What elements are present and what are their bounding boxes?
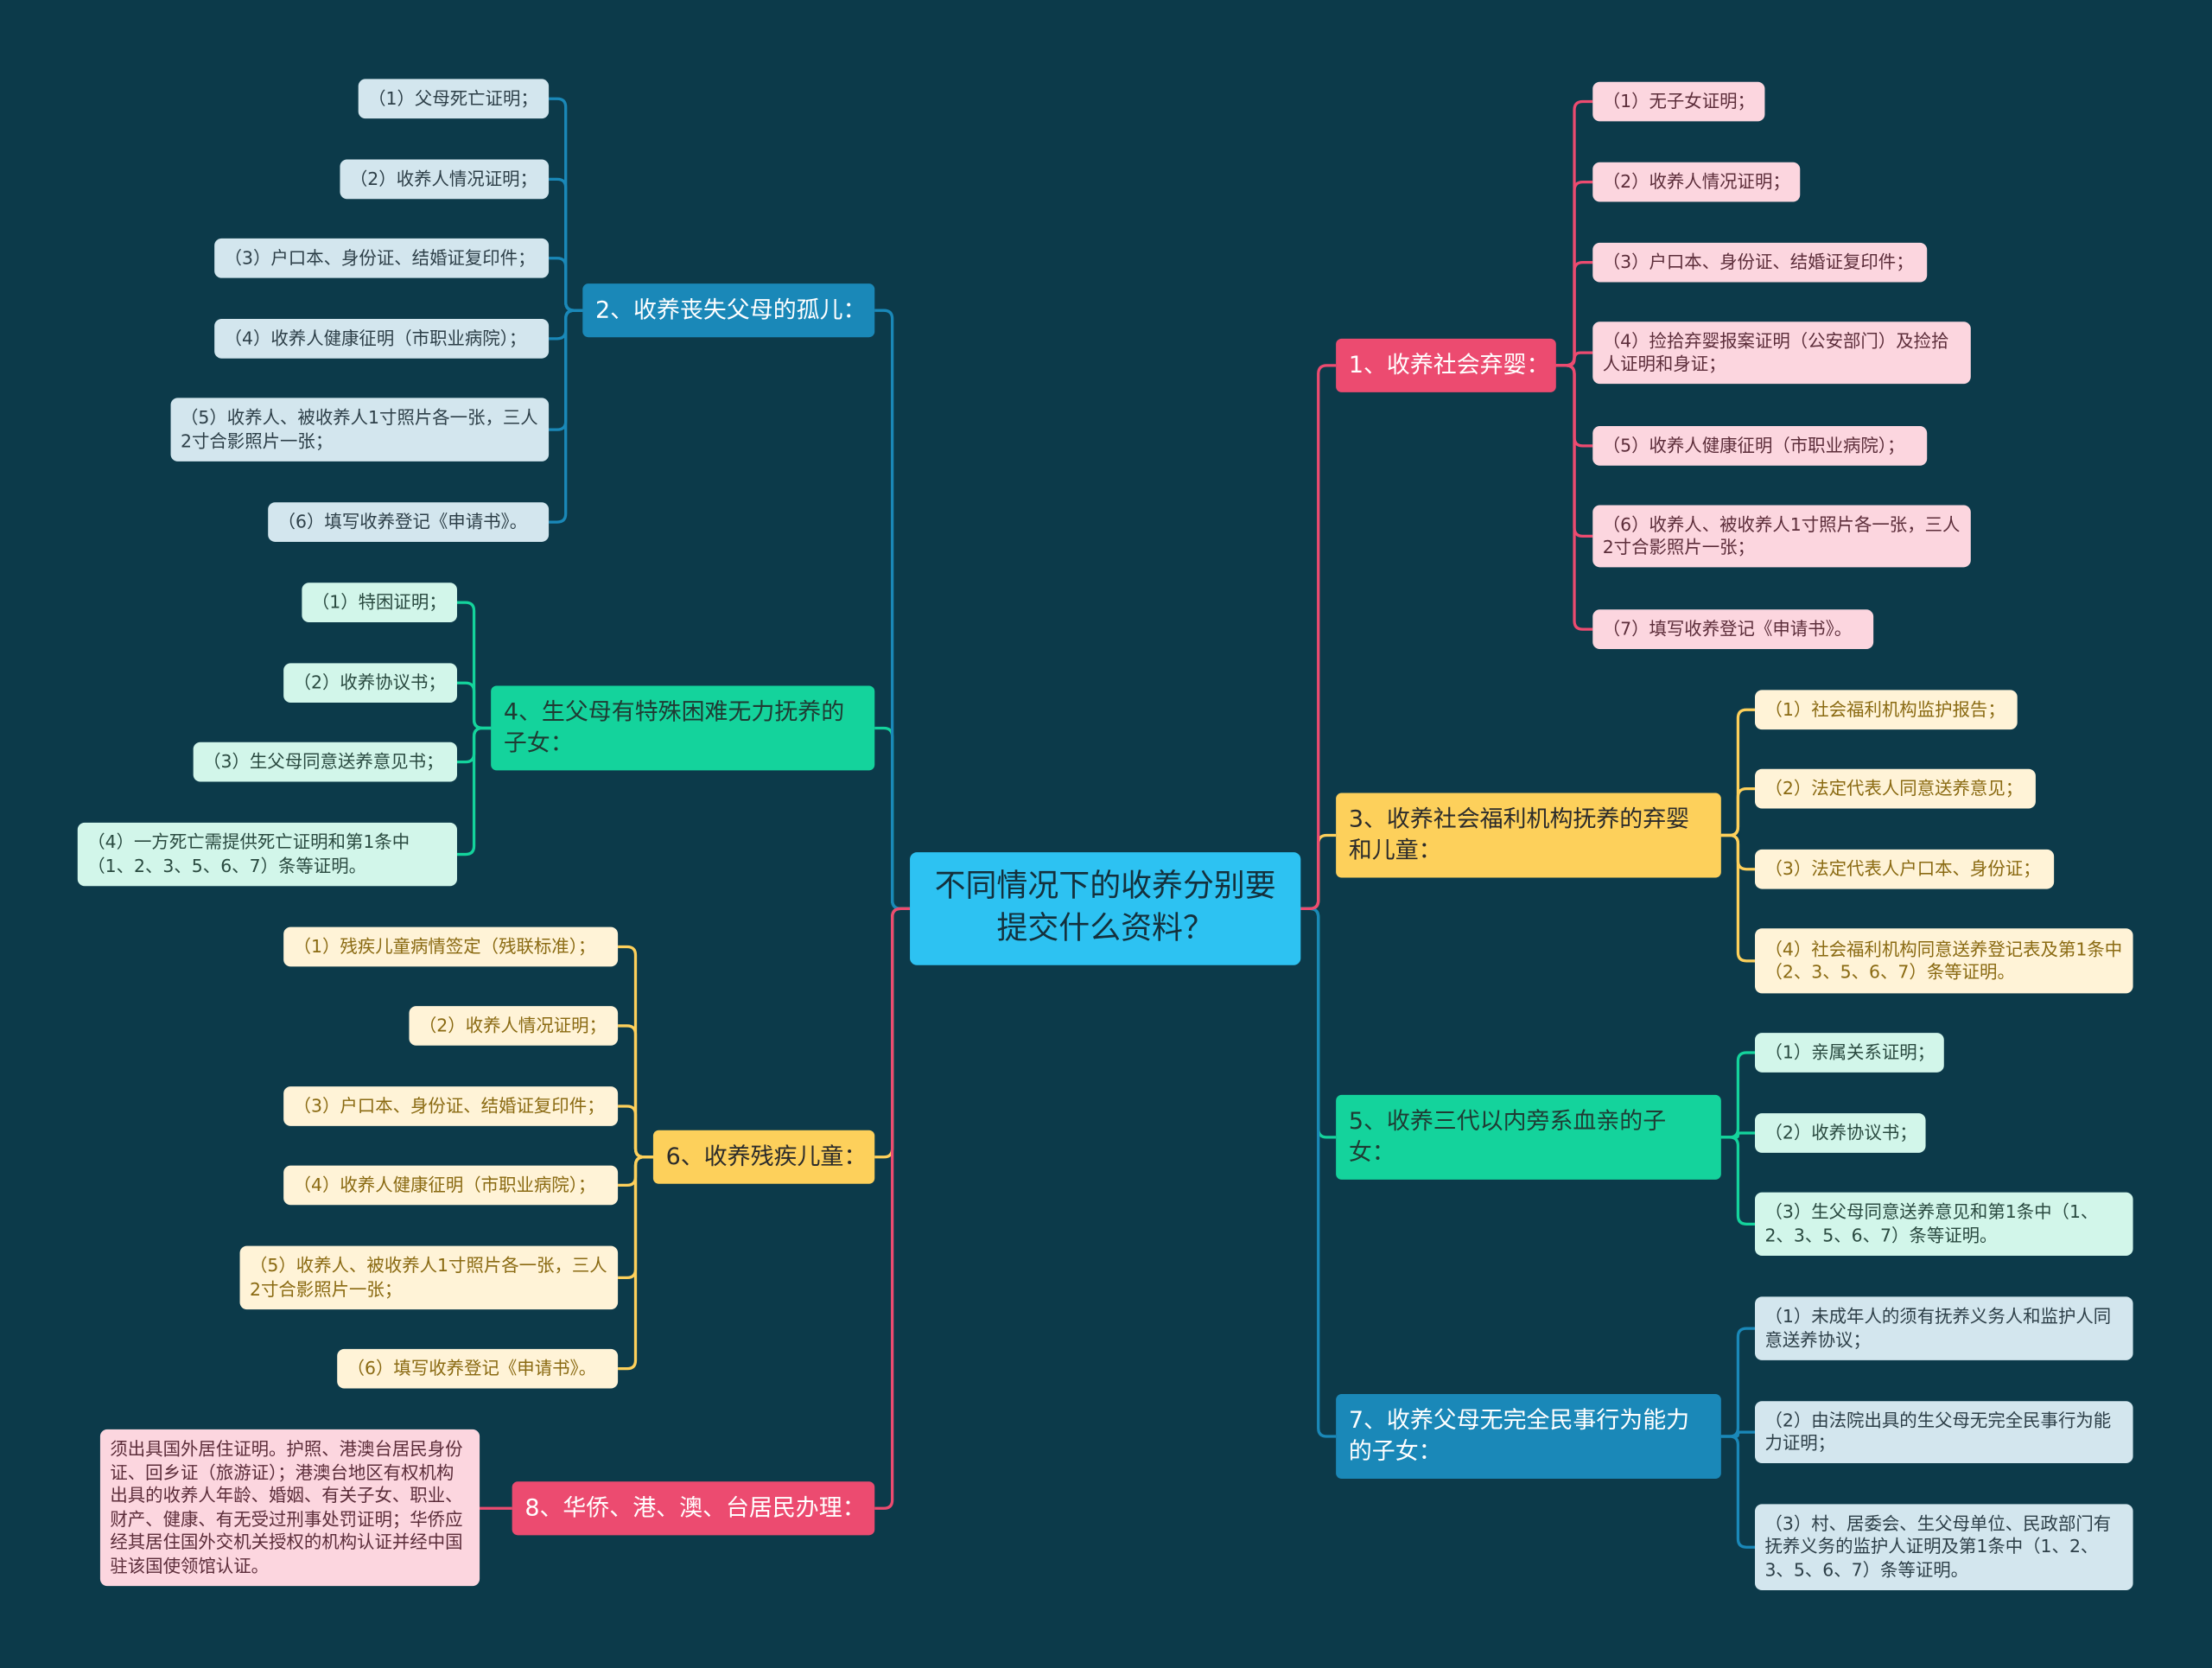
branch-2-item-3: （3）户口本、身份证、结婚证复印件； [214,238,550,278]
branch-5-item-3: （3）生父母同意送养意见和第1条中（1、2、3、5、6、7）条等证明。 [1755,1192,2133,1257]
branch-6-item-3: （3）户口本、身份证、结婚证复印件； [283,1086,619,1126]
branch-3-item-2: （2）法定代表人同意送养意见； [1755,768,2036,809]
branch-4-item-1: （1）特困证明； [302,583,457,622]
branch-1-item-1: （1）无子女证明； [1592,81,1765,122]
connector-center-branch-2 [874,309,911,911]
branch-7-item-2: （2）由法院出具的生父母无完全民事行为能力证明； [1755,1401,2133,1464]
branch-1-item-7: （7）填写收养登记《申请书》。 [1592,609,1874,650]
branch-4-topic: 4、生父母有特殊困难无力抚养的子女： [491,685,875,771]
branch-2-item-1: （1）父母死亡证明； [358,79,550,119]
branch-2-item-2: （2）收养人情况证明； [340,159,550,200]
branch-2-item-6: （6）填写收养登记《申请书》。 [268,502,550,542]
branch-8-topic: 8、华侨、港、澳、台居民办理： [512,1481,875,1536]
branch-7-topic: 7、收养父母无完全民事行为能力的子女： [1336,1394,1721,1480]
branch-1-item-4: （4）捡拾弃婴报案证明（公安部门）及捡拾人证明和身证； [1592,322,1971,385]
branch-6-item-1: （1）残疾儿童病情签定（残联标准）； [283,926,619,967]
branch-1-item-3: （3）户口本、身份证、结婚证复印件； [1592,242,1928,283]
branch-1-item-2: （2）收养人情况证明； [1592,162,1801,202]
branch-7-item-3: （3）村、居委会、生父母单位、民政部门有抚养义务的监护人证明及第1条中（1、2、… [1755,1504,2133,1590]
connector-center-branch-7 [1300,907,1337,1438]
branch-5-item-2: （2）收养协议书； [1755,1113,1926,1153]
connector-branch-7-item-1 [1720,1327,1756,1438]
branch-6-topic: 6、收养残疾儿童： [652,1130,875,1184]
connector-branch-7-item-2 [1720,1430,1756,1438]
branch-1-item-5: （5）收养人健康征明（市职业病院）； [1592,426,1928,466]
connector-branch-5-item-1 [1720,1051,1756,1139]
branch-6-item-4: （4）收养人健康征明（市职业病院）； [283,1165,619,1206]
branch-3-item-3: （3）法定代表人户口本、身份证； [1755,849,2055,889]
branch-4-item-3: （3）生父母同意送养意见书； [193,742,457,782]
connector-branch-1-item-7 [1555,364,1593,631]
branch-5-item-1: （1）亲属关系证明； [1755,1033,1944,1073]
branch-4-item-4: （4）一方死亡需提供死亡证明和第1条中（1、2、3、5、6、7）条等证明。 [77,822,457,887]
branch-5-topic: 5、收养三代以内旁系血亲的子女： [1336,1094,1721,1180]
branch-2-item-5: （5）收养人、被收养人1寸照片各一张，三人2寸合影照片一张； [170,398,550,462]
connector-branch-1-item-4 [1555,351,1593,367]
branch-2-topic: 2、收养丧失父母的孤儿： [582,283,875,338]
branch-2-item-4: （4）收养人健康征明（市职业病院）； [214,318,550,359]
branch-1-topic: 1、收养社会弃婴： [1336,338,1556,392]
branch-6-item-6: （6）填写收养登记《申请书》。 [337,1348,619,1389]
connector-branch-7-item-3 [1720,1435,1756,1549]
connector-branch-4-item-2 [456,681,492,730]
connector-branch-4-item-4 [456,726,492,856]
connector-branch-3-item-4 [1720,833,1756,963]
connector-branch-6-item-3 [618,1105,653,1159]
branch-1-item-6: （6）收养人、被收养人1寸照片各一张，三人2寸合影照片一张； [1592,505,1971,568]
connector-branch-5-item-3 [1720,1136,1756,1226]
connector-branch-2-item-6 [549,309,583,524]
branch-6-item-5: （5）收养人、被收养人1寸照片各一张，三人2寸合影照片一张； [239,1245,619,1310]
connector-center-branch-1 [1300,364,1337,911]
branch-3-item-1: （1）社会福利机构监护报告； [1755,690,2018,730]
connector-branch-1-item-3 [1555,261,1593,367]
central-topic: 不同情况下的收养分别要提交什么资料？ [910,852,1301,965]
branch-6-item-2: （2）收养人情况证明； [409,1006,619,1046]
branch-4-item-2: （2）收养协议书； [283,663,457,703]
connector-center-branch-8 [874,907,911,1510]
connector-branch-3-item-2 [1720,787,1756,837]
connector-branch-5-item-2 [1720,1131,1756,1139]
branch-3-item-4: （4）社会福利机构同意送养登记表及第1条中（2、3、5、6、7）条等证明。 [1755,928,2133,994]
connector-branch-6-item-6 [618,1156,653,1371]
branch-7-item-1: （1）未成年人的须有抚养义务人和监护人同意送养协议； [1755,1296,2133,1360]
connector-branch-2-item-3 [549,257,583,312]
branch-3-topic: 3、收养社会福利机构抚养的弃婴和儿童： [1336,793,1721,878]
branch-8-item-1: 须出具国外居住证明。护照、港澳台居民身份证、回乡证（旅游证）；港澳台地区有权机构… [99,1429,480,1587]
